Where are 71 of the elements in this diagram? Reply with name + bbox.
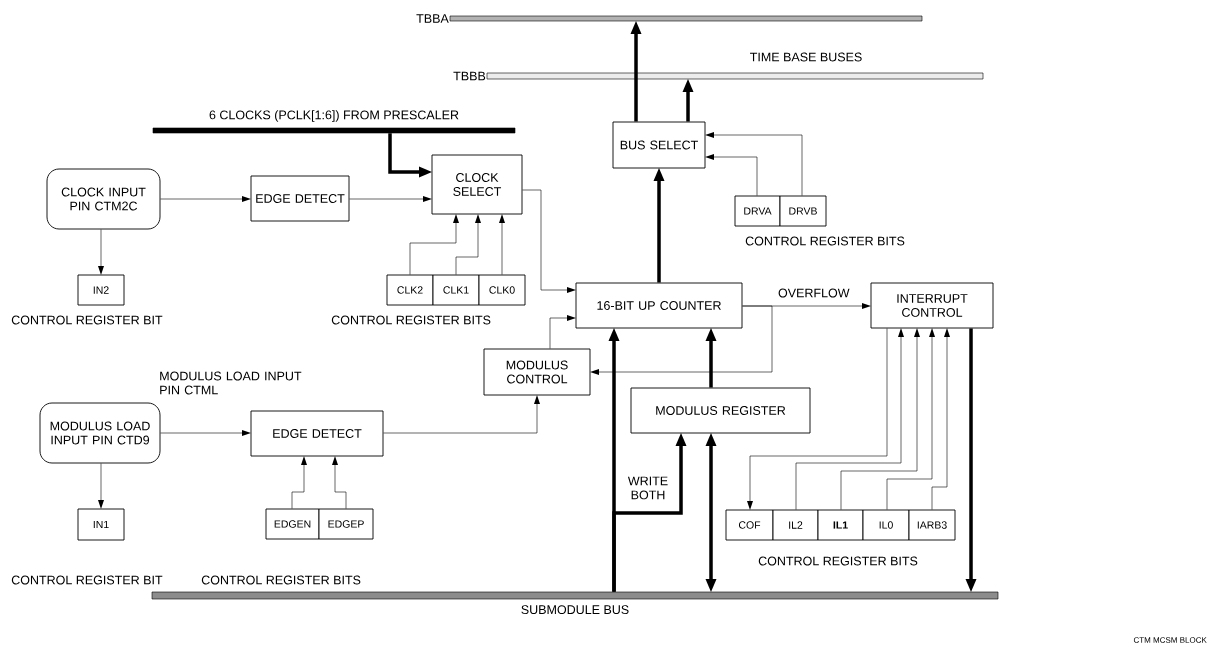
arrow (522, 189, 576, 293)
register-bit-cell: DRVB (779, 195, 827, 227)
arrow (332, 456, 347, 509)
register-bit-cell: IL1 (817, 509, 864, 541)
arrow (795, 328, 904, 510)
node-label: 6 CLOCKS (PCLK[1:6]) FROM PRESCALER (209, 110, 459, 122)
arrow (383, 395, 540, 434)
caption-text: CONTROL REGISTER BIT (11, 575, 163, 585)
register-bit-cell: EDGEN (265, 508, 320, 540)
bus-arrow (630, 21, 642, 122)
register-bit-cell: IL0 (862, 509, 910, 541)
pin-box: MODULUS LOAD INPUT PIN CTD9 (39, 402, 161, 464)
node-label: TBBB (453, 71, 486, 81)
arrow (549, 315, 576, 349)
caption-text: MODULUS LOAD INPUT PIN CTML (160, 371, 302, 395)
arrow (455, 214, 481, 275)
register-bit-cell: CLK0 (478, 274, 526, 306)
pin-box: CLOCK INPUT PIN CTM2C (46, 168, 161, 230)
arrow (409, 214, 459, 275)
block-box: BUS SELECT (612, 121, 706, 169)
block-box: CLOCK SELECT (431, 154, 523, 215)
block-box: INTERRUPT CONTROL (870, 282, 994, 329)
block-box: 16-BIT UP COUNTER (575, 282, 743, 329)
register-bit-cell: DRVA (734, 195, 781, 227)
arrow (886, 328, 935, 510)
arrow (160, 430, 251, 436)
caption-text: TIME BASE BUSES (750, 52, 862, 62)
bus-arrow (705, 433, 717, 592)
arrow (705, 132, 803, 196)
arrow (931, 328, 950, 510)
bus-arrow (653, 168, 665, 283)
edge-label: WRITE BOTH (619, 475, 677, 501)
arrow (98, 229, 104, 275)
block-box: MODULUS CONTROL (483, 348, 591, 396)
arrow (98, 463, 104, 509)
caption-text: CTM MCSM BLOCK (1133, 637, 1207, 643)
bus-arrow (705, 328, 717, 388)
register-bit-cell: IN1 (77, 508, 125, 541)
block-box: EDGE DETECT (250, 175, 350, 222)
register-bit-cell: CLK1 (432, 274, 480, 306)
bus-bar: 6 CLOCKS (PCLK[1:6]) FROM PRESCALER (152, 110, 516, 134)
arrow (291, 456, 307, 509)
bus-arrow (388, 133, 432, 178)
arrow (705, 154, 758, 196)
register-bit-cell: IL2 (772, 509, 819, 541)
register-bit-cell: COF (725, 509, 774, 541)
bus-arrow (612, 433, 687, 592)
bus-bar: SUBMODULE BUS (151, 591, 999, 615)
caption-text: CONTROL REGISTER BITS (331, 315, 491, 325)
arrow (349, 196, 432, 202)
caption-text: CONTROL REGISTER BITS (758, 556, 918, 566)
node-label: TBBA (416, 14, 449, 23)
register-bit-cell: CLK2 (386, 274, 434, 306)
register-bit-cell: EDGEP (318, 508, 374, 540)
arrow (499, 214, 505, 275)
bus-bar: TBBB (453, 71, 984, 81)
caption-text: CONTROL REGISTER BITS (745, 236, 905, 246)
register-bit-cell: IARB3 (908, 509, 956, 541)
bus-arrow (965, 328, 977, 592)
block-box: EDGE DETECT (250, 410, 384, 457)
caption-text: CONTROL REGISTER BITS (201, 575, 361, 585)
register-bit-cell: IN2 (77, 274, 125, 306)
arrow (747, 328, 888, 510)
node-label: SUBMODULE BUS (521, 605, 629, 615)
bus-arrow (682, 79, 694, 122)
block-box: MODULUS REGISTER (630, 387, 811, 434)
bus-bar: TBBA (416, 14, 923, 23)
arrow (590, 305, 773, 375)
arrow (160, 196, 251, 202)
edge-label: OVERFLOW (777, 287, 850, 299)
arrow (840, 328, 920, 510)
